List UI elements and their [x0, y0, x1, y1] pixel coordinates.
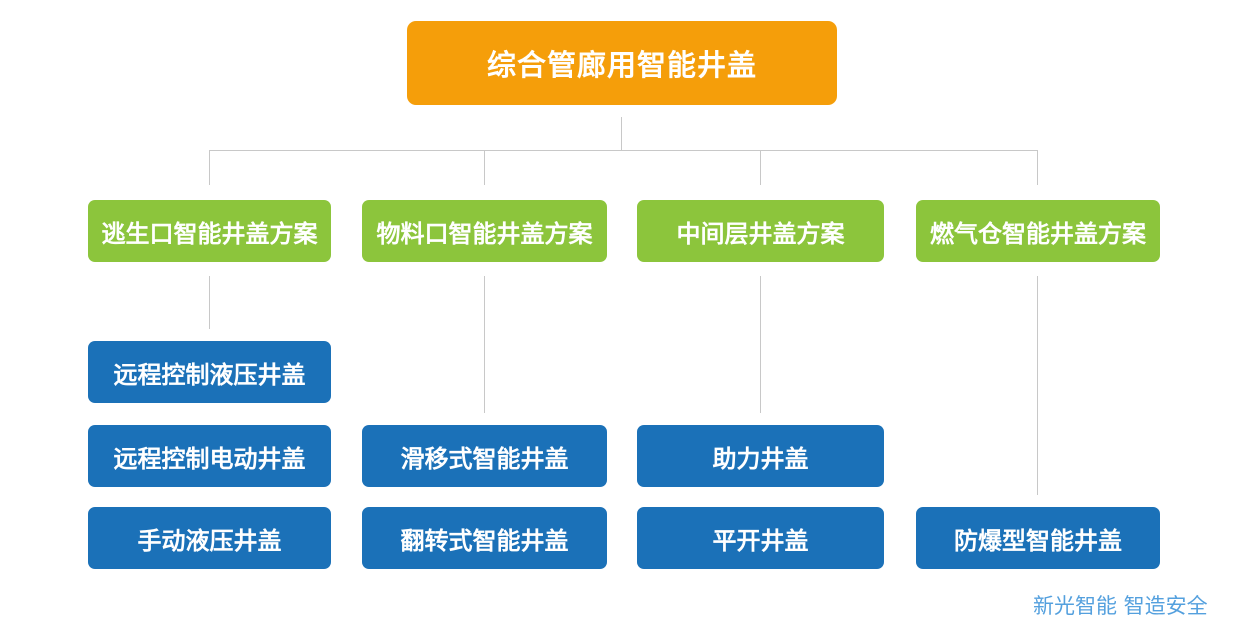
- branch-node-label: 物料口智能井盖方案: [376, 219, 593, 248]
- connector-main-horizontal: [209, 150, 1038, 151]
- leaf-node-label: 防爆型智能井盖: [954, 526, 1122, 555]
- connector-drop-branch-3: [760, 276, 761, 413]
- leaf-node-side-hinged-cover: 平开井盖: [637, 507, 884, 569]
- connector-stub-branch-1: [209, 150, 210, 185]
- brand-slogan: 新光智能 智造安全: [1033, 594, 1208, 618]
- connector-stub-branch-3: [760, 150, 761, 185]
- connector-root-drop: [621, 117, 622, 150]
- leaf-node-label: 平开井盖: [712, 526, 809, 555]
- branch-node-label: 逃生口智能井盖方案: [101, 219, 318, 248]
- leaf-node-manual-hydraulic-cover: 手动液压井盖: [88, 507, 331, 569]
- leaf-node-assisted-cover: 助力井盖: [637, 425, 884, 487]
- branch-node-material-port: 物料口智能井盖方案: [362, 200, 607, 262]
- connector-stub-branch-2: [484, 150, 485, 185]
- branch-node-middle-layer: 中间层井盖方案: [637, 200, 884, 262]
- connector-stub-branch-4: [1037, 150, 1038, 185]
- leaf-node-sliding-smart-cover: 滑移式智能井盖: [362, 425, 607, 487]
- branch-node-gas-chamber: 燃气仓智能井盖方案: [916, 200, 1160, 262]
- leaf-node-remote-hydraulic-cover: 远程控制液压井盖: [88, 341, 331, 403]
- leaf-node-flip-smart-cover: 翻转式智能井盖: [362, 507, 607, 569]
- leaf-node-label: 手动液压井盖: [137, 526, 282, 555]
- leaf-node-label: 远程控制电动井盖: [113, 444, 306, 473]
- branch-node-label: 燃气仓智能井盖方案: [930, 219, 1146, 248]
- connector-drop-branch-2: [484, 276, 485, 413]
- leaf-node-explosion-proof-smart-cover: 防爆型智能井盖: [916, 507, 1160, 569]
- root-node-smart-manhole-covers: 综合管廊用智能井盖: [407, 21, 837, 105]
- connector-drop-branch-4: [1037, 276, 1038, 495]
- leaf-node-label: 远程控制液压井盖: [113, 360, 306, 389]
- leaf-node-label: 助力井盖: [712, 444, 809, 473]
- branch-node-escape-exit: 逃生口智能井盖方案: [88, 200, 331, 262]
- leaf-node-remote-electric-cover: 远程控制电动井盖: [88, 425, 331, 487]
- branch-node-label: 中间层井盖方案: [676, 219, 845, 248]
- connector-drop-branch-1: [209, 276, 210, 329]
- leaf-node-label: 滑移式智能井盖: [400, 444, 569, 473]
- root-node-label: 综合管廊用智能井盖: [486, 48, 757, 82]
- leaf-node-label: 翻转式智能井盖: [400, 526, 569, 555]
